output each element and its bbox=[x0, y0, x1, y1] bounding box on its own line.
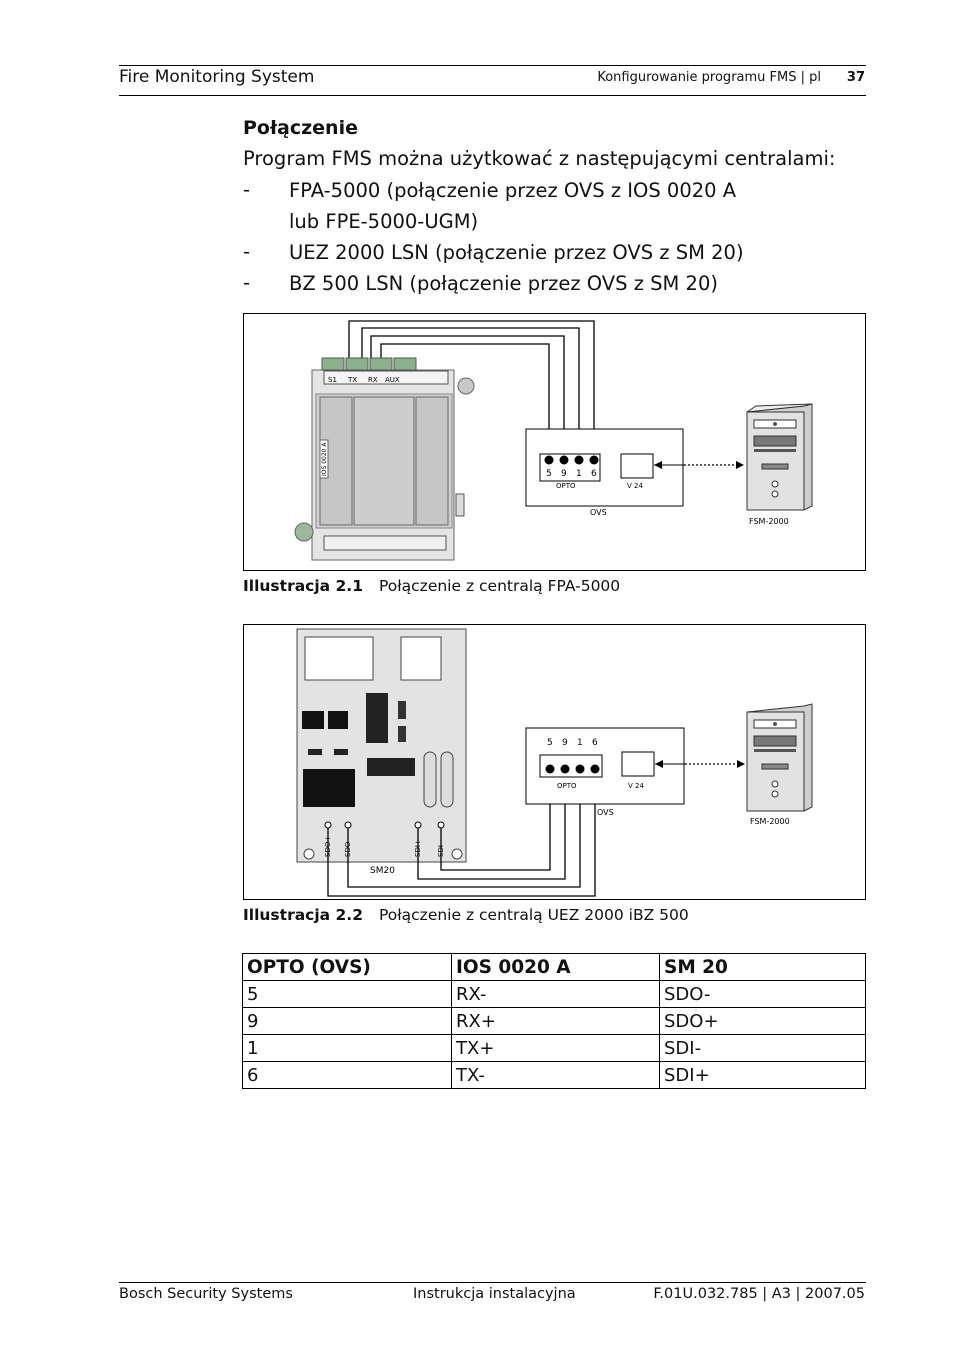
pin-label-1: 1 bbox=[576, 469, 582, 479]
table-cell: 1 bbox=[242, 1034, 452, 1062]
table-cell: SDO- bbox=[659, 980, 866, 1008]
table-cell: 5 bbox=[242, 980, 452, 1008]
table-cell: TX+ bbox=[451, 1034, 660, 1062]
bullet-line: FPA-5000 (połączenie przez OVS z IOS 002… bbox=[289, 179, 737, 202]
pin-label-9: 9 bbox=[562, 738, 568, 748]
caption-label: Illustracja 2.1 bbox=[243, 577, 363, 595]
table-cell: 9 bbox=[242, 1007, 452, 1035]
terminal-label-s1: S1 bbox=[328, 376, 337, 384]
ovs-label: OVS bbox=[597, 808, 614, 817]
section-title: Połączenie bbox=[243, 117, 358, 139]
figure-2: SDO+ SDO- SDI+ SDI- SM20 5 9 1 6 OPTO V … bbox=[243, 624, 866, 900]
pin-label-5: 5 bbox=[547, 738, 553, 748]
table-header-row: OPTO (OVS) IOS 0020 A SM 20 bbox=[242, 953, 866, 981]
table-cell: SDO+ bbox=[659, 1007, 866, 1035]
opto-label: OPTO bbox=[557, 782, 577, 790]
header-rule-bottom bbox=[119, 95, 866, 96]
v24-label: V 24 bbox=[628, 782, 644, 790]
bullet-line: BZ 500 LSN (połączenie przez OVS z SM 20… bbox=[289, 272, 718, 295]
column-header: SM 20 bbox=[659, 953, 866, 981]
sm20-label: SM20 bbox=[370, 866, 395, 876]
pc-tower-icon bbox=[746, 703, 813, 812]
bullet-item: UEZ 2000 LSN (połączenie przez OVS z SM … bbox=[289, 237, 744, 268]
pc-label: FSM-2000 bbox=[749, 517, 789, 526]
figure-2-caption: Illustracja 2.2 Połączenie z centralą UEZ… bbox=[243, 906, 689, 924]
ovs-label: OVS bbox=[590, 508, 607, 517]
bullet-line: UEZ 2000 LSN (połączenie przez OVS z SM … bbox=[289, 241, 744, 264]
table-cell: RX+ bbox=[451, 1007, 660, 1035]
pin-label-6: 6 bbox=[591, 469, 597, 479]
footer-left: Bosch Security Systems bbox=[119, 1286, 293, 1302]
doc-title: Fire Monitoring System bbox=[119, 67, 315, 87]
pin-label-1: 1 bbox=[577, 738, 583, 748]
opto-label: OPTO bbox=[556, 482, 576, 490]
table-cell: TX- bbox=[451, 1061, 660, 1089]
opto-connector bbox=[539, 754, 603, 778]
sm20-wires bbox=[327, 769, 596, 897]
terminal-label-aux: AUX bbox=[385, 376, 400, 384]
arrow-right-icon bbox=[736, 461, 744, 469]
v24-label: V 24 bbox=[627, 482, 643, 490]
wire-9 bbox=[361, 327, 580, 460]
ovs-box bbox=[525, 727, 685, 805]
pc-tower-icon bbox=[746, 403, 813, 511]
table-cell: SDI+ bbox=[659, 1061, 866, 1089]
footer-rule bbox=[119, 1282, 866, 1283]
caption-label: Illustracja 2.2 bbox=[243, 906, 363, 924]
header-rule-top bbox=[119, 65, 866, 66]
column-header: IOS 0020 A bbox=[451, 953, 660, 981]
pin-label-6: 6 bbox=[592, 738, 598, 748]
table-cell: RX- bbox=[451, 980, 660, 1008]
bullet-dash: - bbox=[243, 271, 251, 294]
intro-text: Program FMS można użytkować z następując… bbox=[243, 147, 836, 170]
table-cell: 6 bbox=[242, 1061, 452, 1089]
page-number: 37 bbox=[846, 70, 865, 85]
bullet-dash: - bbox=[243, 178, 251, 201]
fpa5000-wiring-diagram: S1 TX RX AUX IOS 0020 A 5 9 1 6 OPTO V 2… bbox=[294, 320, 813, 561]
module-label: IOS 0020 A bbox=[321, 442, 328, 476]
section-name: Konfigurowanie programu FMS | pl bbox=[597, 70, 821, 85]
arrow-left-icon bbox=[654, 461, 662, 469]
opto-pins bbox=[544, 455, 599, 465]
figure-1: S1 TX RX AUX IOS 0020 A 5 9 1 6 OPTO V 2… bbox=[243, 313, 866, 571]
wire-1 bbox=[370, 335, 565, 460]
v24-connector bbox=[620, 453, 654, 479]
caption-text: Połączenie z centralą FPA-5000 bbox=[378, 577, 621, 595]
pin-label-5: 5 bbox=[546, 469, 552, 479]
wire-5 bbox=[348, 320, 595, 460]
bullet-line: lub FPE-5000-UGM) bbox=[289, 210, 479, 233]
v24-connector bbox=[621, 751, 655, 777]
arrow-right-icon bbox=[737, 760, 745, 768]
table-row: 6 TX- SDI+ bbox=[242, 1061, 866, 1089]
table-row: 5 RX- SDO- bbox=[242, 980, 866, 1008]
arrow-left-icon bbox=[655, 760, 663, 768]
table-cell: SDI- bbox=[659, 1034, 866, 1062]
table-row: 1 TX+ SDI- bbox=[242, 1034, 866, 1062]
pc-label: FSM-2000 bbox=[750, 817, 790, 826]
pin-label-9: 9 bbox=[561, 469, 567, 479]
caption-text: Połączenie z centralą UEZ 2000 iBZ 500 bbox=[378, 906, 689, 924]
bullet-item: FPA-5000 (połączenie przez OVS z IOS 002… bbox=[289, 175, 736, 237]
figure-1-caption: Illustracja 2.1 Połączenie z centralą FPA… bbox=[243, 577, 620, 595]
ios-module bbox=[294, 357, 475, 561]
bullet-item: BZ 500 LSN (połączenie przez OVS z SM 20… bbox=[289, 268, 718, 299]
bullet-dash: - bbox=[243, 240, 251, 263]
wire-6 bbox=[380, 343, 550, 460]
footer-right: F.01U.032.785 | A3 | 2007.05 bbox=[653, 1286, 865, 1302]
pin-mapping-table: OPTO (OVS) IOS 0020 A SM 20 5 RX- SDO- 9… bbox=[242, 953, 866, 1089]
sm20-board bbox=[296, 628, 467, 863]
uez2000-wiring-diagram: SDO+ SDO- SDI+ SDI- SM20 5 9 1 6 OPTO V … bbox=[296, 628, 813, 897]
opto-pins bbox=[545, 764, 600, 774]
table-row: 9 RX+ SDO+ bbox=[242, 1007, 866, 1035]
terminal-label-rx: RX bbox=[368, 376, 378, 384]
footer-center: Instrukcja instalacyjna bbox=[413, 1286, 576, 1302]
terminal-label-tx: TX bbox=[347, 376, 357, 384]
column-header: OPTO (OVS) bbox=[242, 953, 452, 981]
